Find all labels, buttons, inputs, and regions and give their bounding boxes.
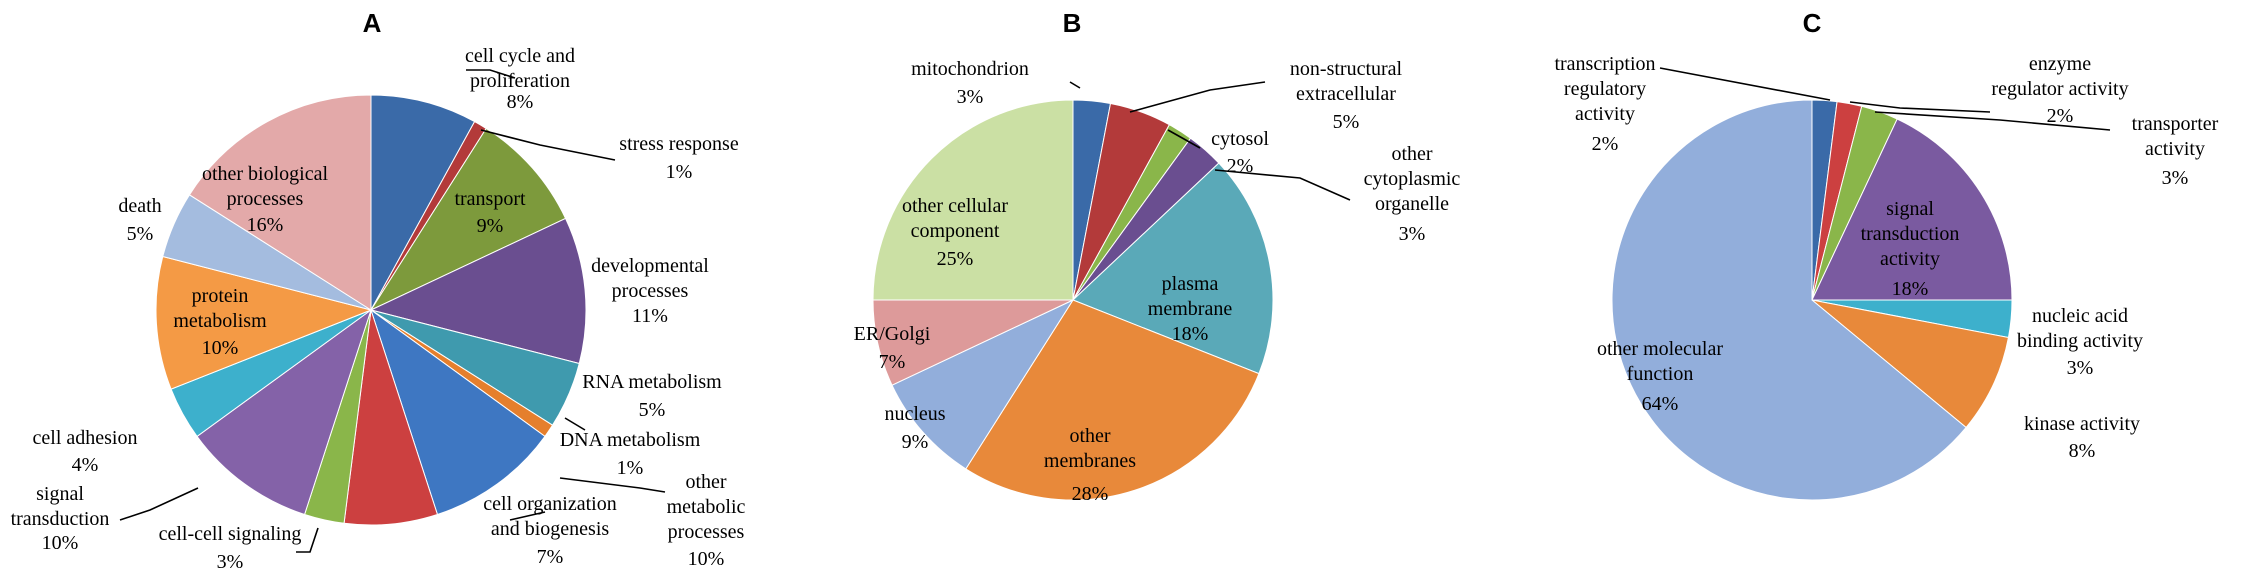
slice-percent: 3%: [2162, 167, 2189, 189]
slice-percent: 1%: [617, 457, 644, 479]
panel-letter: B: [1063, 8, 1082, 38]
pie-slice-other-molecular-function: [1611, 99, 1967, 501]
slice-percent: 7%: [879, 351, 906, 373]
leader-line: [466, 69, 516, 79]
slice-percent: 1%: [666, 161, 693, 183]
slice-percent: 10%: [688, 548, 725, 570]
slice-percent: 8%: [507, 91, 534, 113]
slice-percent: 3%: [1399, 223, 1426, 245]
leader-line: [559, 477, 666, 493]
slice-label: ER/Golgi: [854, 323, 931, 345]
slice-percent: 64%: [1642, 393, 1679, 415]
leader-line: [1849, 101, 1991, 113]
pie-slice-plasma-membrane: [1072, 162, 1274, 375]
slice-label: cell-cell signaling: [159, 523, 302, 545]
leader-line: [1129, 81, 1266, 113]
slice-percent: 18%: [1172, 323, 1209, 345]
pie-slice-protein-metabolism: [155, 255, 373, 390]
slice-label: RNA metabolism: [582, 371, 722, 393]
slice-percent: 5%: [639, 399, 666, 421]
pie-slice-other-membranes: [965, 299, 1260, 501]
leader-line: [1214, 169, 1351, 201]
slice-percent: 2%: [2047, 105, 2074, 127]
pie-slice-other-cellular-component: [872, 99, 1074, 301]
slice-label: nucleus: [884, 403, 945, 425]
slice-label: mitochondrion: [911, 58, 1029, 80]
leader-line: [119, 487, 199, 521]
slice-percent: 28%: [1072, 483, 1109, 505]
slice-percent: 3%: [217, 551, 244, 573]
slice-percent: 3%: [2067, 357, 2094, 379]
slice-percent: 4%: [72, 454, 99, 476]
pie-slice-cell-cycle-and-proliferation: [370, 94, 476, 311]
pie-slice-signal-transduction: [196, 308, 372, 516]
leader-line: [509, 511, 546, 521]
leader-line: [1167, 129, 1201, 149]
slice-percent: 3%: [957, 86, 984, 108]
pie-slice-developmental-processes: [369, 217, 587, 365]
slice-label: cell adhesion: [33, 427, 138, 449]
leader-line: [1659, 67, 1831, 101]
leader-line: [564, 417, 586, 431]
slice-label: kinase activity: [2024, 413, 2140, 435]
slice-percent: 10%: [42, 532, 79, 554]
slice-label: cytosol: [1211, 128, 1269, 150]
slice-label: transport: [454, 188, 526, 210]
pie-slice-transport: [369, 127, 567, 312]
pie-slice-other-metabolic-processes: [370, 308, 546, 516]
slice-percent: 16%: [247, 214, 284, 236]
slice-percent: 18%: [1892, 278, 1929, 300]
slice-percent: 11%: [632, 305, 668, 327]
slice-percent: 2%: [1227, 155, 1254, 177]
slice-percent: 10%: [202, 337, 239, 359]
leader-line: [1874, 111, 2111, 131]
slice-percent: 5%: [1333, 111, 1360, 133]
leader-line: [296, 527, 319, 553]
pie-slice-nucleus: [891, 298, 1075, 470]
panel-letter: A: [363, 8, 382, 38]
slice-percent: 9%: [477, 215, 504, 237]
slice-label: stress response: [619, 133, 739, 155]
pie-slice-kinase-activity: [1811, 299, 2010, 429]
slice-percent: 25%: [937, 248, 974, 270]
slice-percent: 9%: [902, 431, 929, 453]
slice-percent: 5%: [127, 223, 154, 245]
slice-percent: 7%: [537, 546, 564, 568]
slice-label: DNA metabolism: [560, 429, 701, 451]
leader-line: [1069, 81, 1081, 89]
pie-slice-signal-transduction-activity: [1811, 118, 2013, 301]
slice-label: death: [118, 195, 161, 217]
leader-line: [480, 129, 616, 161]
slice-percent: 2%: [1592, 133, 1619, 155]
slice-percent: 8%: [2069, 440, 2096, 462]
pie-slice-other-biological-processes: [188, 94, 372, 311]
panel-letter: C: [1803, 8, 1822, 38]
